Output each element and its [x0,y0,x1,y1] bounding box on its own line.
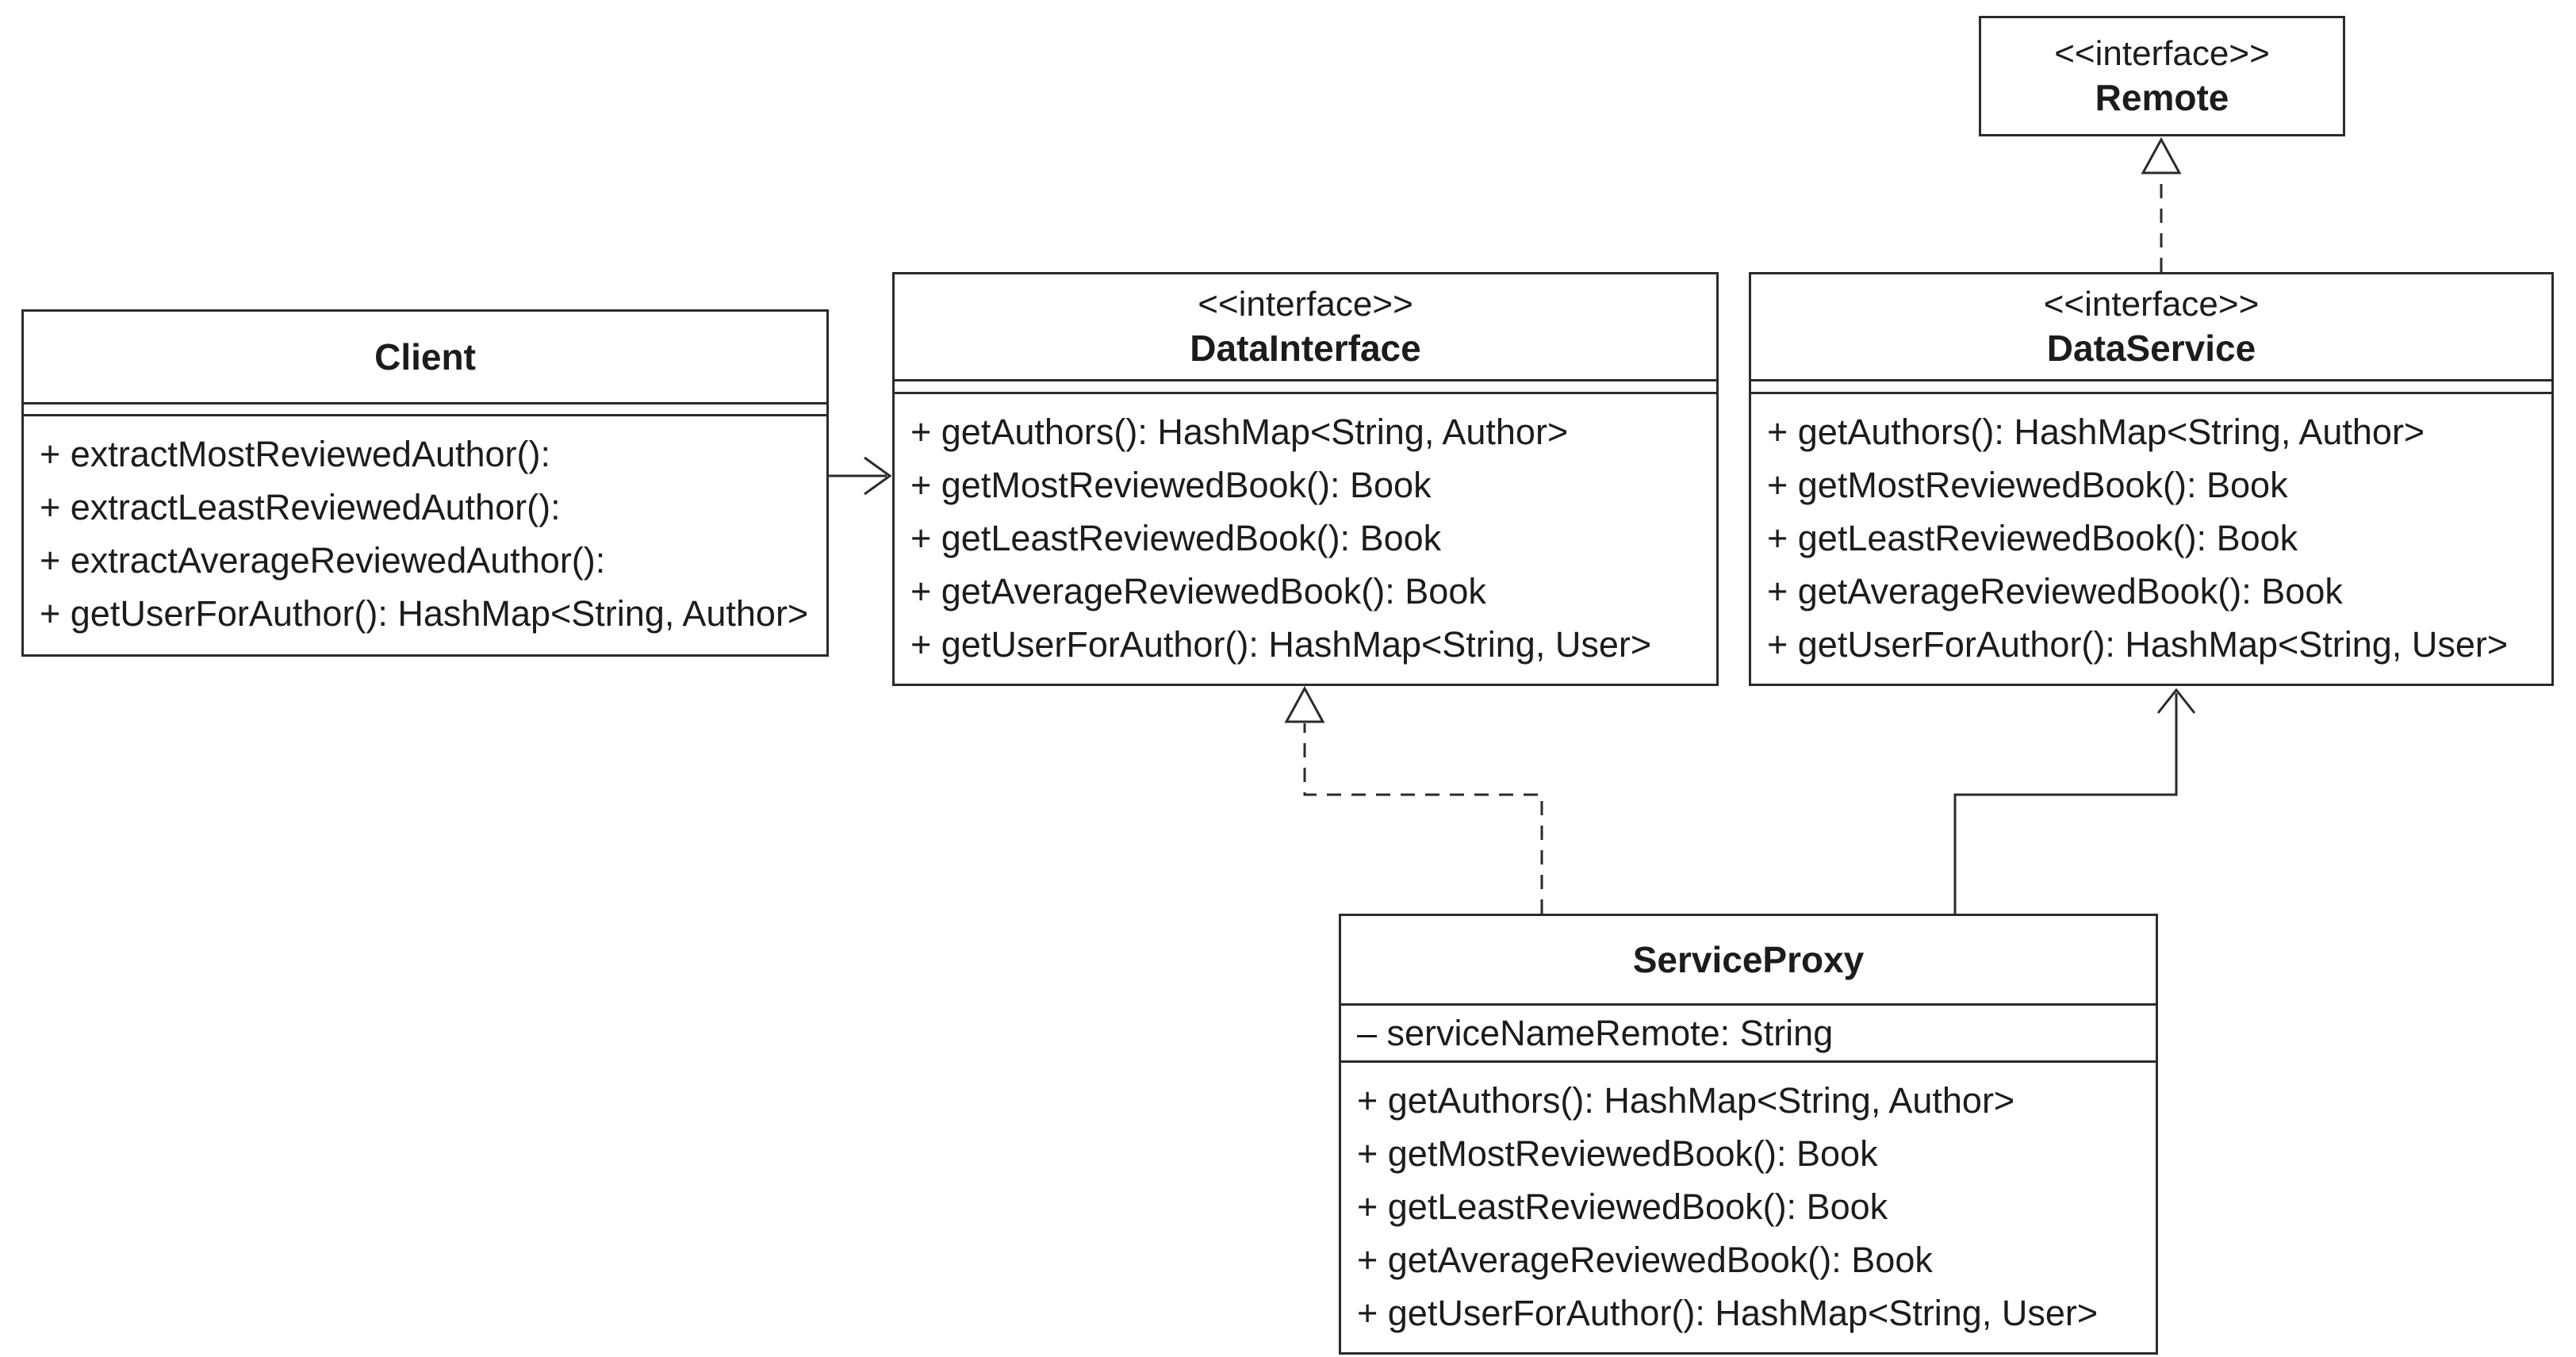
method-line: + getUserForAuthor(): HashMap<String, Us… [1767,624,2509,665]
attributes-compartment-empty [1751,381,2551,394]
method-line: + getMostReviewedBook(): Book [910,465,1432,505]
method-line: + getLeastReviewedBook(): Book [1357,1186,1888,1227]
method-line: + getMostReviewedBook(): Book [1357,1133,1878,1174]
attributes-compartment-empty [895,381,1716,394]
class-box-serviceproxy: ServiceProxy – serviceNameRemote: String… [1339,914,2158,1355]
method-line: + getAuthors(): HashMap<String, Author> [910,412,1569,452]
class-name: Client [374,336,476,378]
stereotype-label: <<interface>> [2054,34,2270,73]
edge-serviceproxy-to-dataservice [1953,688,2196,914]
class-title-client: Client [24,312,826,404]
stereotype-label: <<interface>> [2043,285,2260,324]
method-line: + getUserForAuthor(): HashMap<String, Au… [40,593,809,634]
method-line: + getUserForAuthor(): HashMap<String, Us… [1357,1293,2099,1333]
method-line: + getAuthors(): HashMap<String, Author> [1357,1080,2015,1121]
class-box-remote: <<interface>> Remote [1979,16,2345,136]
class-name: ServiceProxy [1632,939,1865,980]
attributes-compartment: – serviceNameRemote: String [1341,1006,2156,1063]
class-name: DataService [2046,328,2256,369]
method-line: + extractLeastReviewedAuthor(): [40,487,561,527]
method-line: + getAverageReviewedBook(): Book [910,571,1486,611]
method-line: + getLeastReviewedBook(): Book [1767,518,2298,558]
class-name: Remote [2095,77,2229,118]
method-line: + getAverageReviewedBook(): Book [1767,571,2343,611]
class-box-dataservice: <<interface>> DataService + getAuthors()… [1749,272,2554,686]
edge-client-to-datainterface [829,456,892,496]
stereotype-label: <<interface>> [1198,285,1413,324]
edge-serviceproxy-realizes-datainterface [1284,685,1543,914]
class-title-remote: <<interface>> Remote [1981,18,2343,134]
class-box-client: Client + extractMostReviewedAuthor(): + … [21,309,829,657]
class-title-datainterface: <<interface>> DataInterface [895,274,1716,381]
class-title-dataservice: <<interface>> DataService [1751,274,2551,381]
method-line: + getAverageReviewedBook(): Book [1357,1240,1933,1280]
class-title-serviceproxy: ServiceProxy [1341,916,2156,1006]
method-line: + extractAverageReviewedAuthor(): [40,540,606,581]
methods-compartment: + getAuthors(): HashMap<String, Author> … [1751,394,2551,684]
class-name: DataInterface [1190,328,1421,369]
method-line: + getUserForAuthor(): HashMap<String, Us… [910,624,1652,665]
method-line: + getMostReviewedBook(): Book [1767,465,2288,505]
method-line: + getAuthors(): HashMap<String, Author> [1767,412,2425,452]
methods-compartment: + getAuthors(): HashMap<String, Author> … [1341,1063,2156,1352]
attributes-compartment-empty [24,404,826,416]
class-box-datainterface: <<interface>> DataInterface + getAuthors… [892,272,1719,686]
methods-compartment: + getAuthors(): HashMap<String, Author> … [895,394,1716,684]
methods-compartment: + extractMostReviewedAuthor(): + extract… [24,416,826,654]
edge-dataservice-realizes-remote [2141,136,2182,272]
method-line: + getLeastReviewedBook(): Book [910,518,1442,558]
method-line: + extractMostReviewedAuthor(): [40,434,550,474]
attribute-line: – serviceNameRemote: String [1357,1013,1834,1053]
